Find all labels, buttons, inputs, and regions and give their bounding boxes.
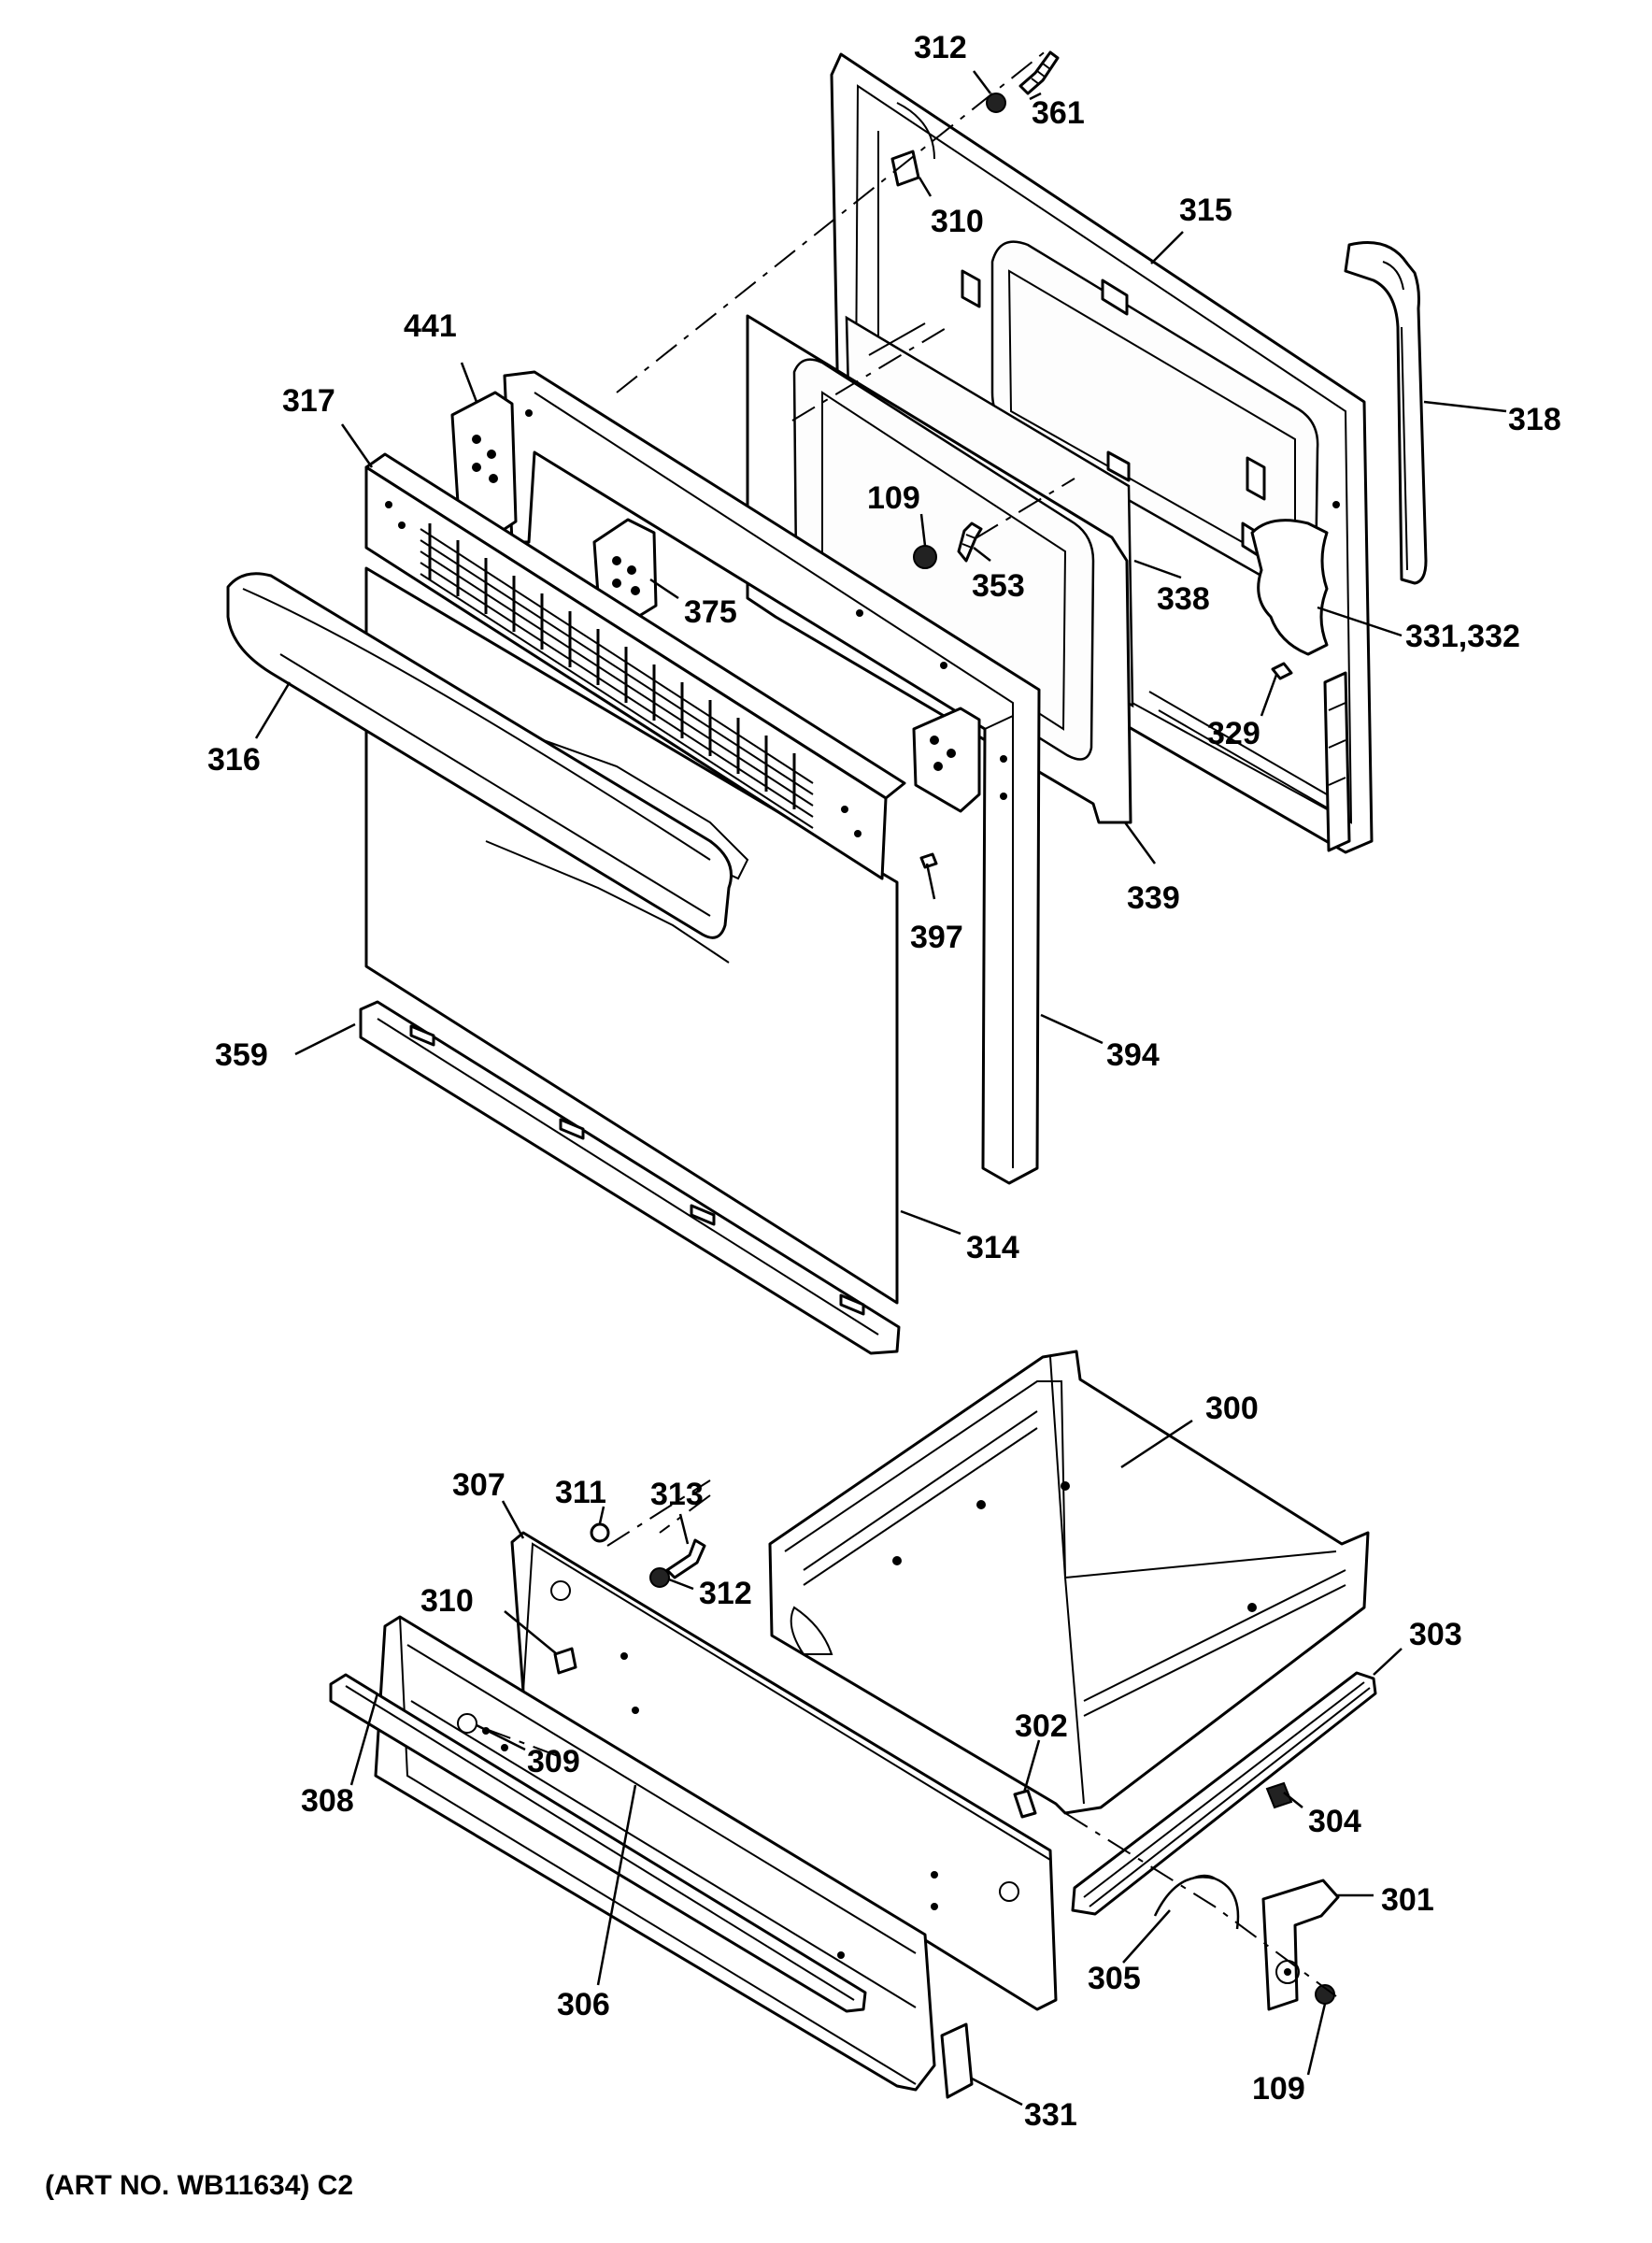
alignment-line-lower-4	[485, 1728, 562, 1758]
part-310-clip	[890, 150, 920, 187]
part-397-screw	[919, 852, 938, 869]
part-318-door-gasket	[1344, 241, 1428, 585]
part-359-bottom-trim	[359, 1000, 901, 1355]
callout-304: 304	[1308, 1804, 1361, 1839]
callout-316: 316	[207, 742, 261, 778]
part-303-drawer-slide	[1071, 1671, 1377, 1916]
callout-397: 397	[910, 920, 963, 955]
alignment-line-upper-2	[791, 326, 948, 421]
part-310-clip-lower	[553, 1647, 577, 1675]
part-304-roller	[1265, 1781, 1293, 1809]
callout-305: 305	[1088, 1961, 1141, 1996]
callout-301: 301	[1381, 1882, 1434, 1918]
art-number-caption: (ART NO. WB11634) C2	[45, 2170, 353, 2201]
callout-339: 339	[1127, 880, 1180, 916]
callout-394: 394	[1106, 1037, 1160, 1073]
callout-109-lower: 109	[1252, 2071, 1305, 2107]
callout-307: 307	[452, 1467, 506, 1503]
callout-375: 375	[684, 594, 737, 630]
alignment-line-upper-3	[975, 478, 1075, 539]
callout-309: 309	[527, 1744, 580, 1779]
callout-318: 318	[1508, 402, 1561, 437]
part-311-312-313-fasteners	[590, 1522, 706, 1588]
callout-314: 314	[966, 1230, 1019, 1265]
callout-315: 315	[1179, 193, 1232, 228]
callout-302: 302	[1015, 1708, 1068, 1744]
alignment-line-lower-2	[659, 1494, 711, 1534]
callout-312-lower: 312	[699, 1576, 752, 1611]
part-312-361-fasteners	[986, 50, 1060, 113]
callout-310: 310	[931, 204, 984, 239]
callout-312: 312	[914, 30, 967, 65]
callout-311: 311	[555, 1475, 606, 1510]
alignment-line-upper-1	[616, 50, 1047, 393]
part-331-lower-bracket	[940, 2022, 974, 2099]
part-329-screw	[1271, 662, 1293, 680]
callout-317: 317	[282, 383, 335, 419]
callout-353: 353	[972, 568, 1025, 604]
part-305-wire-clip	[1153, 1874, 1240, 1930]
alignment-line-lower-1	[606, 1479, 711, 1547]
callout-308: 308	[301, 1783, 354, 1819]
part-315-door-liner	[830, 52, 1374, 854]
callout-331: 331	[1024, 2097, 1077, 2133]
part-308-trim-strip	[329, 1673, 867, 2013]
callout-338: 338	[1157, 581, 1210, 617]
part-hinge-bracket-right	[912, 707, 981, 813]
part-331-332-insulation	[1250, 519, 1329, 656]
part-316-door-handle	[226, 572, 733, 939]
callout-331-332: 331,332	[1405, 619, 1520, 654]
callout-359: 359	[215, 1037, 268, 1073]
callout-361: 361	[1032, 95, 1085, 131]
callout-labels: 312 361 310 315 318 441 317 109 353 338 …	[207, 30, 1561, 2133]
part-302-screw	[1013, 1789, 1037, 1819]
callout-313: 313	[650, 1477, 704, 1512]
callout-109: 109	[867, 480, 920, 516]
part-300-drawer-body	[768, 1350, 1370, 1815]
callout-329: 329	[1207, 716, 1260, 751]
part-317-vent-trim	[364, 452, 906, 880]
callout-441: 441	[404, 308, 457, 344]
callout-306: 306	[557, 1987, 610, 2022]
callout-300: 300	[1205, 1391, 1259, 1426]
alignment-line-lower-3	[1064, 1812, 1337, 1997]
callout-303: 303	[1409, 1617, 1462, 1652]
leader-lines	[254, 70, 1507, 2107]
callout-310-lower: 310	[420, 1583, 474, 1619]
